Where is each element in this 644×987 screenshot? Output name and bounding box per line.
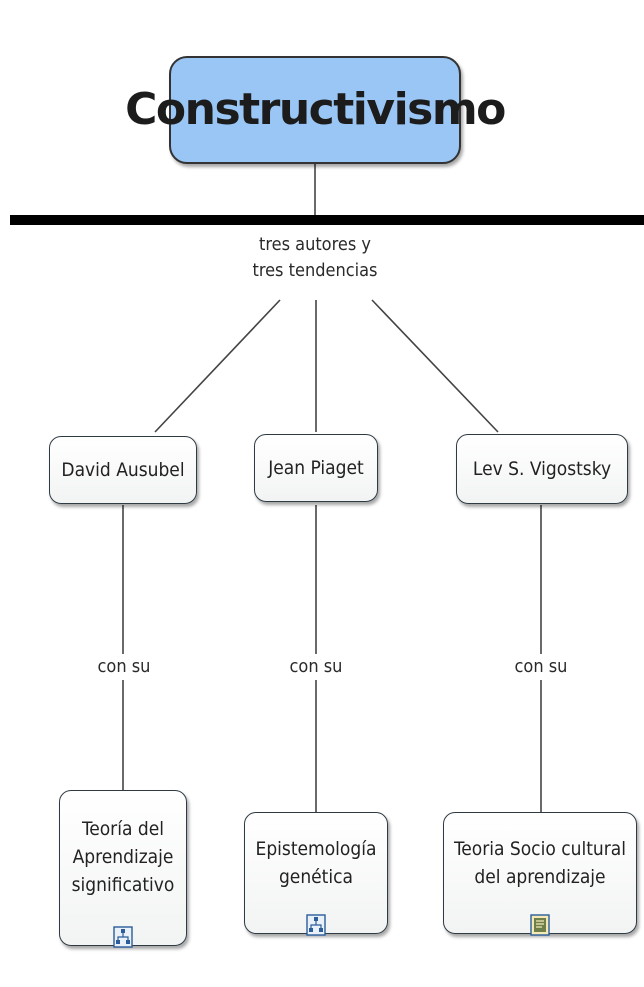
concept-map-icon[interactable] bbox=[113, 926, 133, 948]
link-label-vigostsky: con su bbox=[505, 654, 577, 680]
author-node-ausubel[interactable]: David Ausubel bbox=[49, 436, 197, 504]
link-label-authors: tres autores y tres tendencias bbox=[236, 232, 394, 284]
author-node-piaget[interactable]: Jean Piaget bbox=[254, 434, 378, 502]
concept-map-icon[interactable] bbox=[306, 914, 326, 936]
connector-to-vigostsky bbox=[371, 299, 499, 433]
connector-to-ausubel bbox=[154, 299, 281, 433]
author-node-vigostsky[interactable]: Lev S. Vigostsky bbox=[456, 434, 628, 504]
document-icon[interactable] bbox=[530, 914, 550, 936]
root-concept[interactable]: Constructivismo bbox=[125, 56, 506, 164]
link-label-piaget: con su bbox=[280, 654, 352, 680]
link-label-ausubel: con su bbox=[88, 654, 160, 680]
separator-bar bbox=[10, 215, 644, 225]
theory-node-vigostsky[interactable]: Teoria Socio cultural del aprendizaje bbox=[443, 812, 637, 934]
theory-node-ausubel[interactable]: Teoría del Aprendizaje significativo bbox=[59, 790, 187, 946]
